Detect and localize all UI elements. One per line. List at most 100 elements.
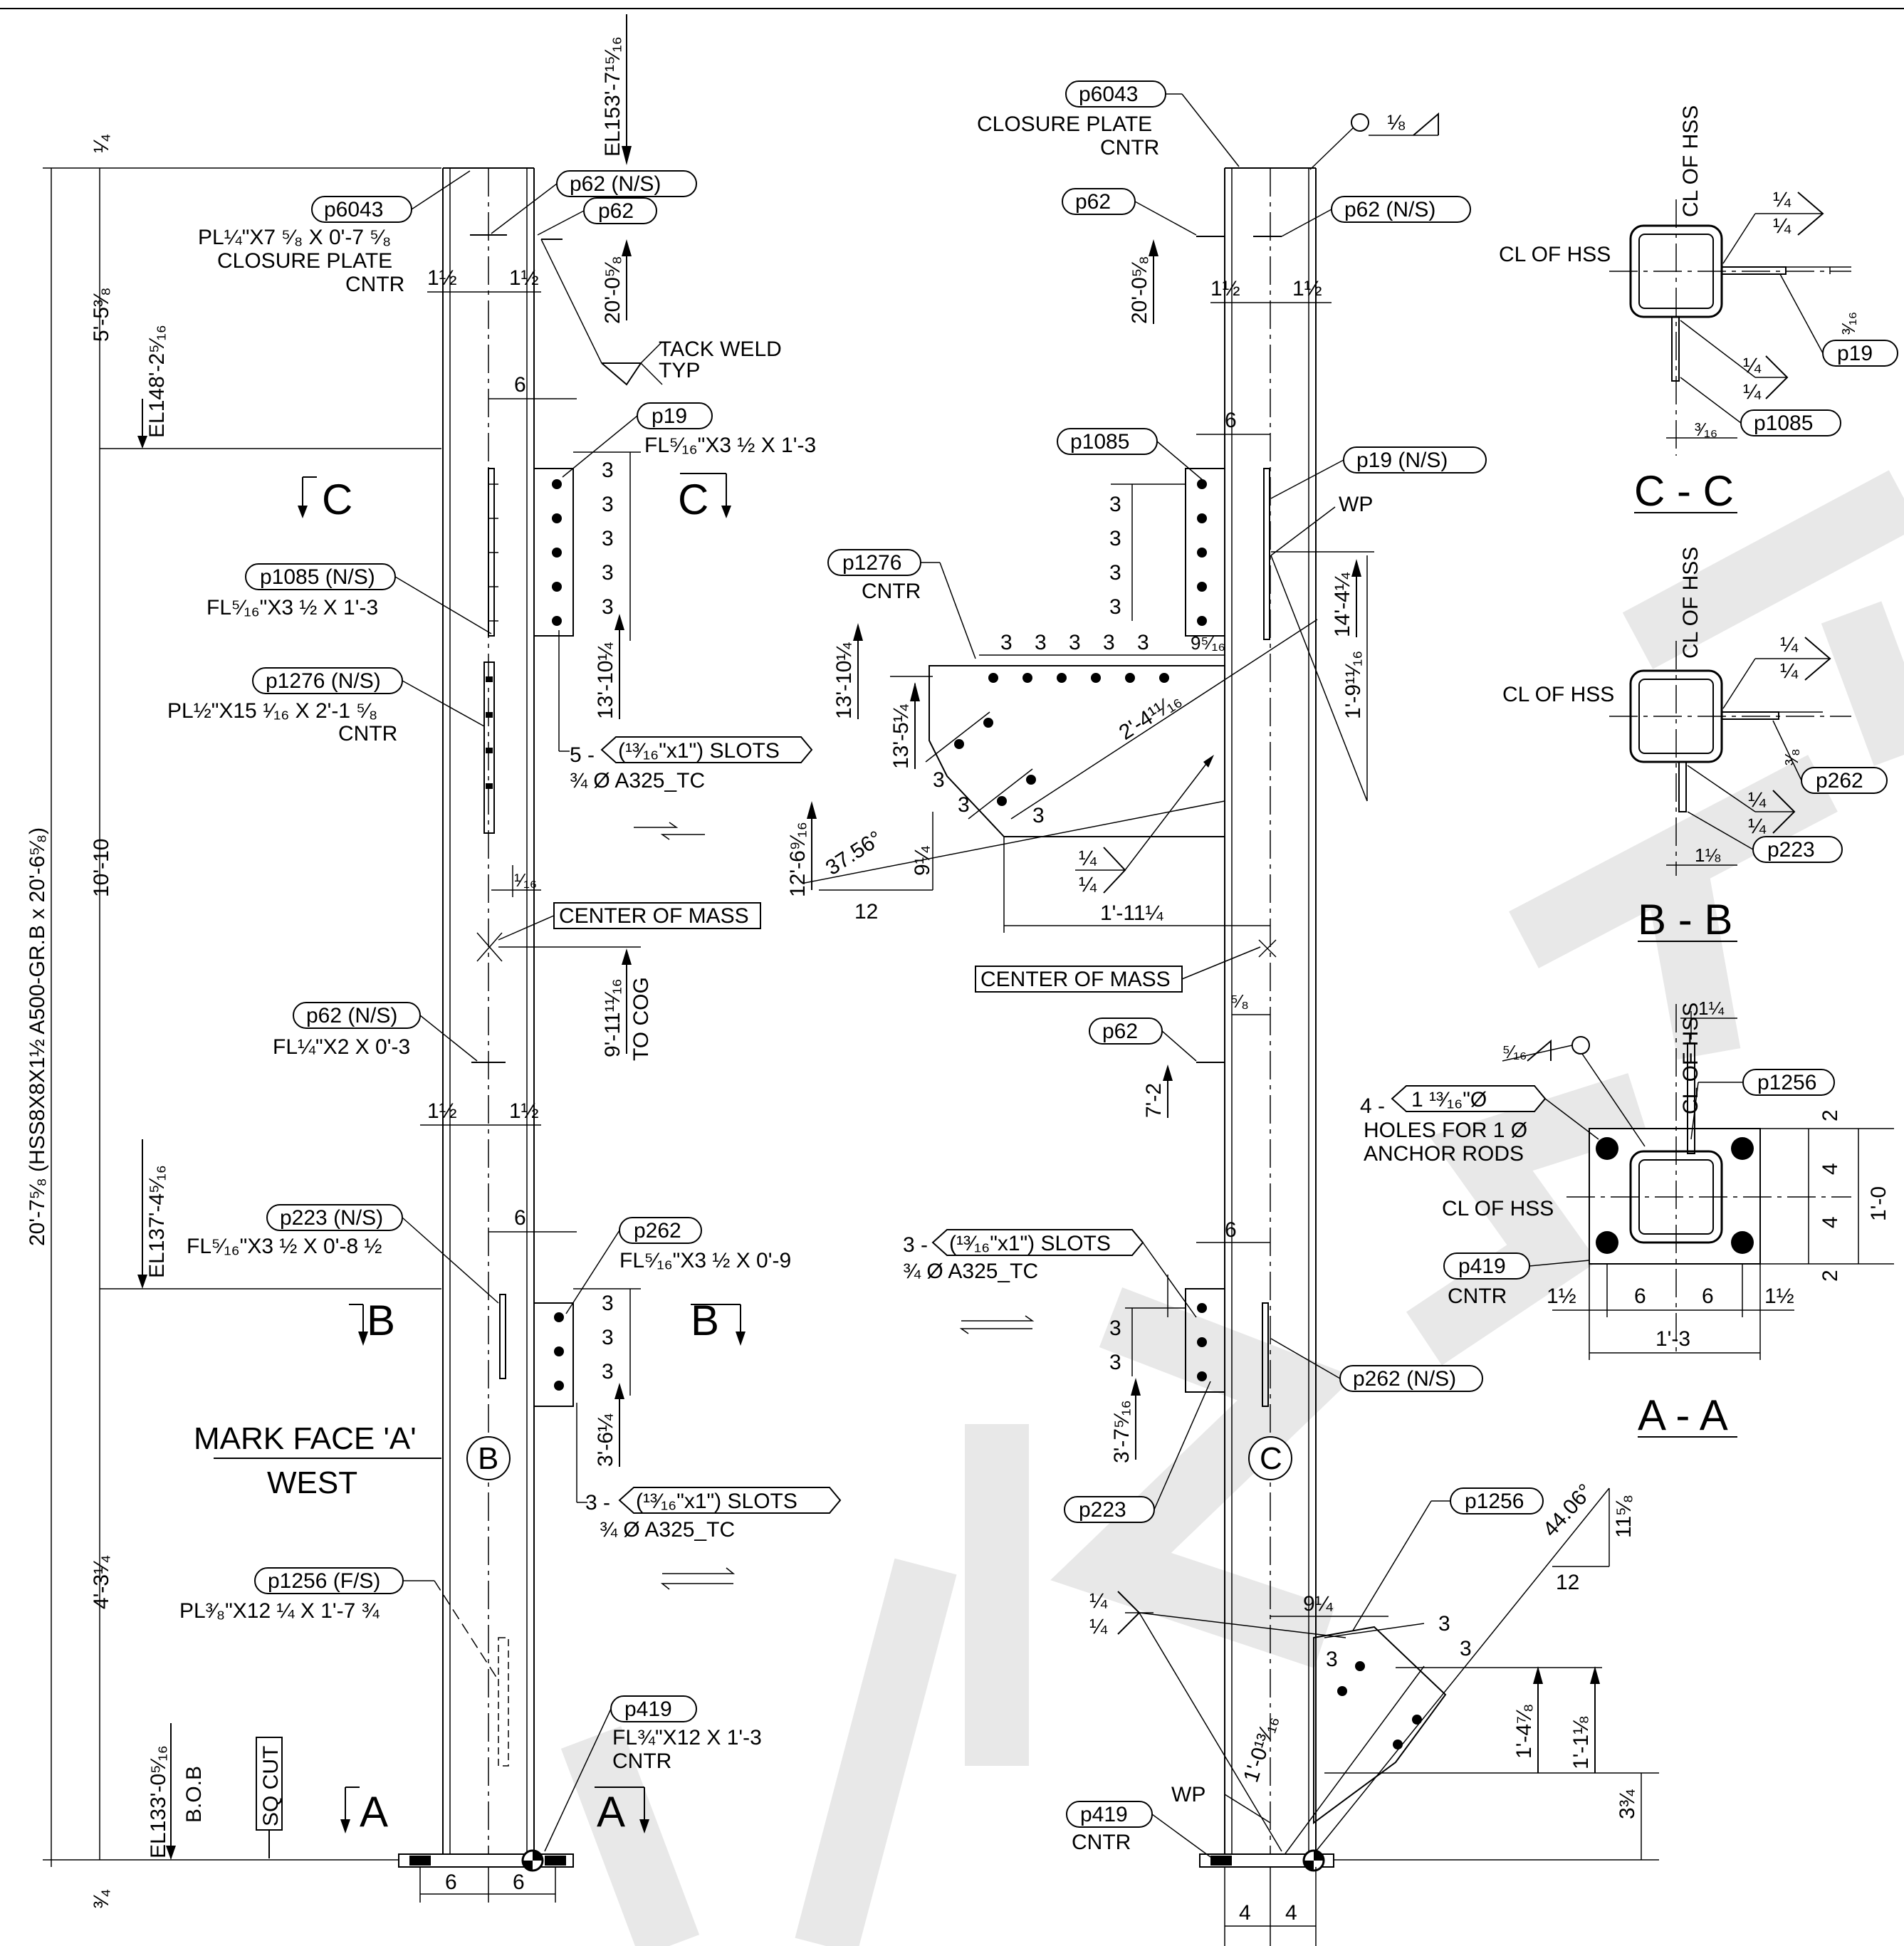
slots3-bolts: ¾ Ø A325_TC (600, 1518, 735, 1542)
tag-p62-right-lower: p62 (1089, 1018, 1163, 1045)
dim-1-0: 1'-0¹³⁄₁₆ (1239, 1712, 1282, 1785)
cc-cl-vertical: CL OF HSS (1679, 105, 1702, 217)
svg-text:(¹³⁄₁₆"x1") SLOTS: (¹³⁄₁₆"x1") SLOTS (949, 1232, 1111, 1255)
dim-12-right: 12 (854, 900, 878, 924)
section-a-right: A (597, 1788, 625, 1836)
dim-1-1-2-c: 1½ (427, 1099, 457, 1123)
tag-com-left: CENTER OF MASS (553, 902, 761, 929)
cc-title: C - C (1634, 467, 1734, 515)
svg-text:p62: p62 (1075, 190, 1111, 214)
tag-slots-3-left: (¹³⁄₁₆"x1") SLOTS (618, 1487, 842, 1514)
svg-text:(¹³⁄₁₆"x1") SLOTS: (¹³⁄₁₆"x1") SLOTS (618, 739, 780, 763)
dim-seg1: 5'-5³⁄₈ (90, 287, 113, 342)
aa-dim-1-1-4: 1¼ (1698, 998, 1724, 1019)
svg-text:p262: p262 (634, 1219, 681, 1243)
left-elevation: 6 6 20'-7⁵⁄₈ (HSS8X8X1½ A500-GR.B x 20'-… (26, 14, 842, 1908)
weld-1-4-top: ¼ (1079, 847, 1097, 870)
tack-weld-2: TYP (659, 359, 700, 382)
cc-weld-1: ¼ (1773, 188, 1791, 211)
angle-44: 44.06° (1539, 1480, 1598, 1542)
p6043-desc2: CLOSURE PLATE (217, 249, 392, 273)
gusset-pitch-4: 3 (1103, 631, 1115, 654)
dim-3-7: 3'-7⁵⁄₁₆ (1110, 1400, 1134, 1463)
gusset-diag-3a: 3 (933, 768, 945, 792)
tag-p62ns-left: p62 (N/S) (556, 170, 697, 197)
cc-dim-3-16-b: ³⁄₁₆ (1695, 419, 1717, 440)
bb-weld-3: ¼ (1748, 788, 1767, 812)
bb-title: B - B (1638, 896, 1732, 943)
dim-three-quarter-bottom: ³⁄₄ (90, 1889, 113, 1908)
p262-pitch-1: 3 (602, 1292, 614, 1315)
aa-dim-1-1-2-b: 1½ (1764, 1285, 1794, 1308)
bob: B.O.B (182, 1766, 206, 1823)
dim-2-4: 2'-4¹¹⁄₁₆ (1115, 688, 1186, 745)
svg-text:p62 (N/S): p62 (N/S) (306, 1004, 397, 1027)
cc-weld-4: ¼ (1743, 380, 1762, 404)
dim-12-6: 12'-6⁹⁄₁₆ (786, 822, 810, 897)
gusset-pitch-3: 3 (1069, 631, 1081, 654)
tag-p1256-right: p1256 (1450, 1487, 1544, 1515)
bb-weld-2: ¼ (1780, 659, 1799, 683)
base-dim-6a: 6 (445, 1871, 457, 1894)
p19-desc: FL⁵⁄₁₆"X3 ½ X 1'-3 (644, 434, 816, 457)
cc-weld-2: ¼ (1773, 214, 1791, 238)
bb-cl-vertical: CL OF HSS (1679, 547, 1702, 659)
dim-1-1-2-r1: 1½ (1210, 277, 1240, 300)
tag-p19ns-right: p19 (N/S) (1343, 446, 1487, 474)
p262-pitch-3: 3 (602, 1360, 614, 1383)
svg-text:p1276: p1276 (842, 551, 901, 575)
mark-face: MARK FACE 'A' (194, 1421, 417, 1456)
section-c-right: C (678, 476, 708, 523)
p419-cntr: CNTR (1072, 1831, 1131, 1854)
p1276-bolts (486, 676, 493, 789)
tag-p262-left: p262 (619, 1217, 702, 1244)
tag-p19-cc: p19 (1822, 340, 1898, 367)
tag-p419-right: p419 (1066, 1801, 1153, 1828)
svg-text:p1085: p1085 (1754, 412, 1813, 435)
tag-p62ns-right: p62 (N/S) (1331, 196, 1471, 223)
dim-9-1-4-right: 9¼ (911, 845, 934, 876)
tack-weld-1: TACK WELD (659, 338, 782, 361)
p1276-desc2: CNTR (338, 722, 397, 746)
r-p262-pitch-1: 3 (1109, 1317, 1121, 1340)
dim-5-8: ⁵⁄₈ (1230, 990, 1249, 1012)
dim-1-4: 1'-4⁷⁄₈ (1512, 1704, 1536, 1759)
dim-quarter-top: ¹⁄₄ (90, 134, 113, 153)
west: WEST (267, 1465, 357, 1500)
dim-7-2: 7'-2 (1142, 1083, 1166, 1118)
aa-title: A - A (1638, 1391, 1728, 1439)
svg-text:p1256: p1256 (1757, 1071, 1816, 1094)
r-p262-pitch-2: 3 (1109, 1351, 1121, 1374)
dim-9-1-4-base: 9¼ (1303, 1592, 1334, 1616)
bb-dim-3-8: ³⁄₈ (1781, 748, 1802, 765)
section-cc: CL OF HSS CL OF HSS ¼ ¼ ¼ ¼ ³⁄₁₆ p19 p10… (1499, 105, 1898, 515)
dim-6-right-b: 6 (1225, 1218, 1237, 1242)
aa-dim-1-3: 1'-3 (1655, 1327, 1690, 1351)
weld-1-4-bot: ¼ (1079, 873, 1097, 896)
gusset-diag-3c: 3 (1032, 804, 1045, 827)
wp-right: WP (1339, 493, 1373, 516)
closure-2: CNTR (1100, 136, 1159, 159)
svg-text:p62: p62 (1102, 1020, 1138, 1043)
p19-pitch-2: 3 (602, 493, 614, 516)
dim-6-left-top: 6 (514, 373, 526, 397)
gusset-pitch-5: 3 (1137, 631, 1149, 654)
tag-p1085-cc: p1085 (1740, 409, 1841, 436)
aa-cl-horizontal: CL OF HSS (1442, 1197, 1554, 1220)
base-dim-6b: 6 (513, 1871, 525, 1894)
svg-text:p6043: p6043 (324, 198, 383, 221)
r-p1085-pitch-4: 3 (1109, 595, 1121, 619)
dim-seg2: 10'-10 (90, 839, 113, 897)
svg-text:p419: p419 (1080, 1803, 1128, 1826)
tag-p1256-aa: p1256 (1742, 1069, 1835, 1096)
dim-1-1-2-b: 1½ (509, 266, 539, 290)
weld-1-8: ⅛ (1387, 111, 1406, 135)
dim-seg3: 4'-3¹⁄₄ (90, 1555, 113, 1609)
svg-text:p19: p19 (652, 404, 687, 428)
aa-dim-1-0: 1'-0 (1867, 1186, 1890, 1221)
weld-1-4-base-bot: ¼ (1089, 1615, 1108, 1638)
dim-9-5-16: 9⁵⁄₁₆ (1191, 632, 1225, 654)
tag-p223-right: p223 (1064, 1496, 1155, 1523)
tag-p223-bb: p223 (1752, 836, 1843, 863)
aa-holes-2: ANCHOR RODS (1364, 1142, 1524, 1166)
